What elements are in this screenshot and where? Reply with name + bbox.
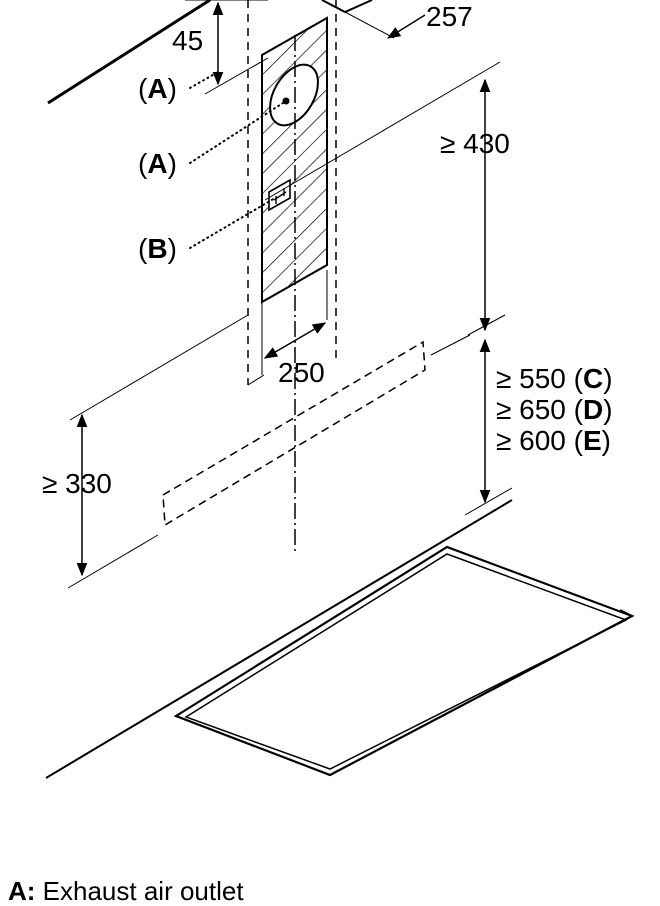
dim-430-ref-top <box>264 61 501 201</box>
dim-430-ref-bottom <box>262 302 490 330</box>
exhaust-outlet-ellipse <box>269 63 319 127</box>
callout-a2: (A) <box>138 148 177 179</box>
dim-257-leader <box>344 11 395 39</box>
legend-a: A: Exhaust air outlet <box>8 876 244 906</box>
dim-430-label: ≥ 430 <box>440 128 510 159</box>
ceiling-edge-line <box>47 0 211 105</box>
callout-a1-leader <box>189 71 219 89</box>
dim-clearance-c: ≥ 550 (C) <box>496 363 613 394</box>
hood-right-ref-line <box>430 334 471 356</box>
dim-45-ref-bottom <box>204 57 269 95</box>
dim-330-label: ≥ 330 <box>42 468 112 499</box>
callout-a2-leader <box>189 100 287 164</box>
hob-inner-outline <box>184 553 628 770</box>
hood-ref-line-upper2 <box>336 335 470 360</box>
dim-clearance-tick <box>464 487 513 516</box>
duct-top-fragment <box>321 0 373 14</box>
socket-icon <box>268 178 291 212</box>
exhaust-outlet-center-dot <box>282 97 290 105</box>
callout-a1: (A) <box>138 73 177 104</box>
legend-a-text: Exhaust air outlet <box>42 876 244 906</box>
dim-clearance-d: ≥ 650 (D) <box>496 394 613 425</box>
worktop-back-edge <box>158 488 512 535</box>
hob-right-edge <box>619 609 633 617</box>
callout-b-leader <box>189 197 276 249</box>
dim-330-ref-bottom <box>67 534 159 589</box>
hood-side-ref-line <box>247 374 265 386</box>
dim-430-tick <box>467 314 506 336</box>
dim-257-arrow <box>386 14 426 39</box>
hood-ref-line-upper <box>69 314 249 421</box>
dim-250-arrow <box>263 322 327 359</box>
dim-257-label: 257 <box>426 1 473 32</box>
dim-clearance-ref <box>248 302 262 310</box>
dim-45-label: 45 <box>172 25 203 56</box>
dim-clearance-e: ≥ 600 (E) <box>496 425 611 456</box>
hood-dashed-outline <box>162 340 426 527</box>
dim-250-label: 250 <box>278 357 325 388</box>
legend-a-key: A: <box>8 876 36 906</box>
worktop-front-edge <box>45 499 513 779</box>
callout-b: (B) <box>138 233 177 264</box>
